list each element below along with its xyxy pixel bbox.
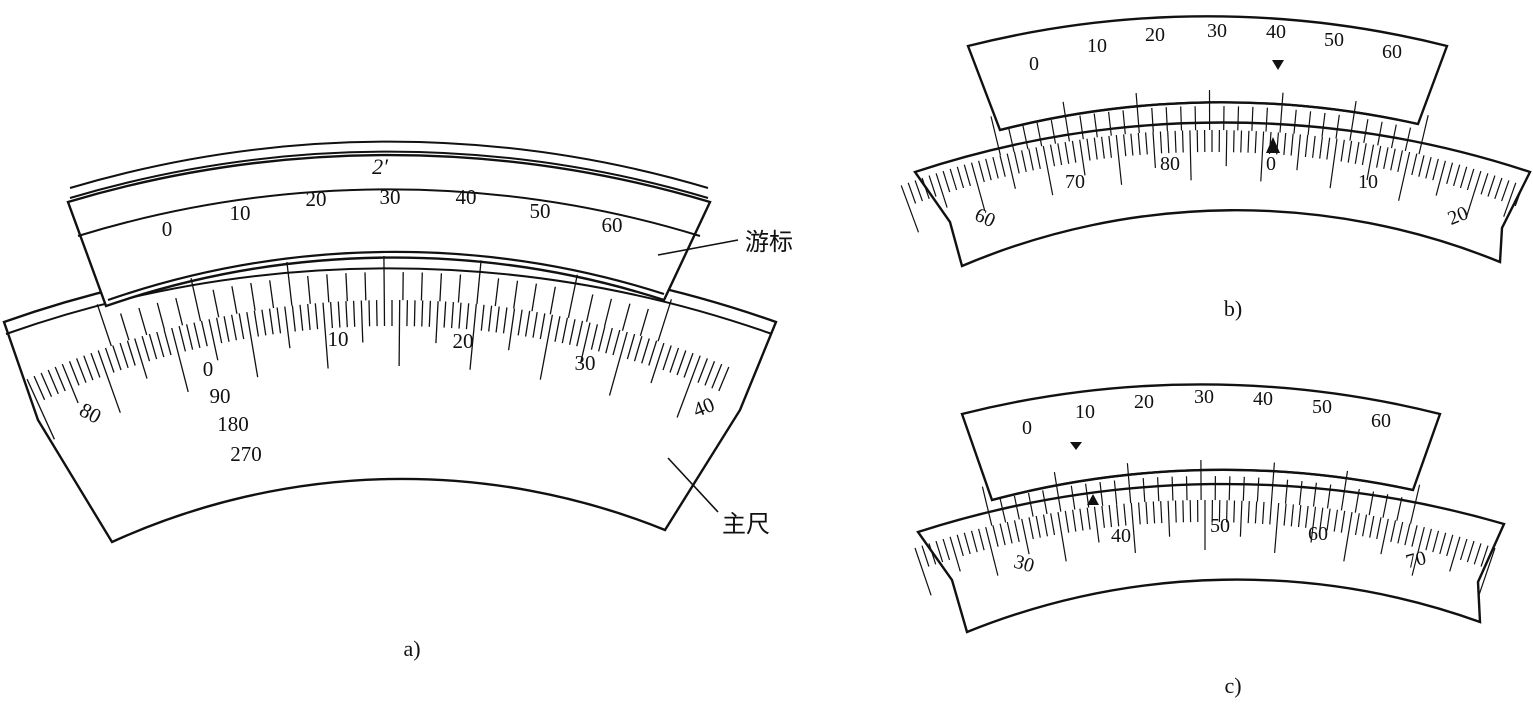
vernier-number: 30 (1207, 20, 1227, 42)
main-number: 60 (1308, 523, 1328, 545)
main-scale-label: 主尺 (722, 511, 770, 538)
vernier-number: 20 (306, 187, 327, 211)
main-tick (915, 548, 931, 595)
main-tick (1176, 501, 1177, 523)
vernier-tick (1238, 106, 1239, 130)
vernier-number: 60 (1382, 41, 1402, 63)
vernier-number: 0 (162, 217, 173, 241)
vernier-tick (365, 272, 366, 300)
main-tick (915, 180, 922, 201)
vernier-label: 游标 (745, 229, 793, 256)
vernier-number: 10 (230, 201, 251, 225)
main-tick (369, 300, 370, 326)
least-count-label: 2′ (372, 154, 389, 179)
vernier-number: 50 (530, 199, 551, 223)
main-number: 70 (1065, 171, 1085, 193)
vernier-tick (1181, 107, 1182, 131)
vernier-tick (421, 273, 422, 301)
main-tick (1226, 130, 1227, 166)
vernier-number: 60 (602, 213, 623, 237)
main-tick (377, 300, 378, 326)
vernier-number: 20 (1145, 24, 1165, 46)
main-number: 10 (328, 327, 349, 351)
caption-b: b) (1224, 296, 1242, 321)
vernier-number: 50 (1312, 396, 1332, 418)
main-tick (1241, 131, 1242, 153)
panel-a: 2′ 0 10 20 30 40 50 60 80 0 10 20 30 40 … (4, 142, 793, 661)
vernier-number: 20 (1134, 391, 1154, 413)
vernier-number: 50 (1324, 29, 1344, 51)
main-number: 50 (1210, 515, 1230, 537)
vernier-number: 10 (1087, 35, 1107, 57)
main-tick (1183, 500, 1184, 522)
vernier-tick (1187, 476, 1188, 500)
panel-c: 0 10 20 30 40 50 60 30 40 50 60 70 c) (915, 384, 1504, 698)
vernier-tick (1172, 477, 1173, 501)
main-tick (922, 546, 929, 567)
caption-a: a) (403, 636, 420, 661)
vernier-number: 40 (456, 185, 477, 209)
vernier-number: 40 (1266, 21, 1286, 43)
caption-c: c) (1224, 673, 1241, 698)
vernier-tick (1195, 106, 1196, 130)
vernier-tick (1229, 476, 1230, 500)
main-tick (399, 300, 400, 366)
main-tick (1234, 130, 1235, 152)
main-tick (407, 300, 408, 326)
vernier-number: 10 (1075, 401, 1095, 423)
main-number: 0 (1266, 153, 1276, 175)
main-tick (1183, 131, 1184, 153)
main-tick (422, 301, 423, 327)
vernier-number: 30 (1194, 386, 1214, 408)
main-tick (908, 183, 915, 204)
quadrant-number: 180 (217, 412, 249, 436)
main-number: 40 (1111, 525, 1131, 547)
panel-b: 0 10 20 30 40 50 60 60 70 80 0 10 20 b) (901, 16, 1530, 321)
main-tick (414, 300, 415, 326)
main-number: 10 (1358, 171, 1378, 193)
main-number: 30 (575, 351, 596, 375)
main-number: 20 (453, 329, 474, 353)
vernier-number: 30 (380, 185, 401, 209)
main-tick (1234, 501, 1235, 523)
main-number: 0 (203, 357, 214, 381)
main-scale-b (915, 123, 1530, 266)
quadrant-number: 270 (230, 442, 262, 466)
vernier-number: 0 (1022, 417, 1032, 439)
vernier-number: 0 (1029, 53, 1039, 75)
vernier-number: 60 (1371, 410, 1391, 432)
main-number: 80 (1160, 153, 1180, 175)
quadrant-number: 90 (210, 384, 231, 408)
main-tick (901, 185, 918, 232)
vernier-number: 40 (1253, 388, 1273, 410)
